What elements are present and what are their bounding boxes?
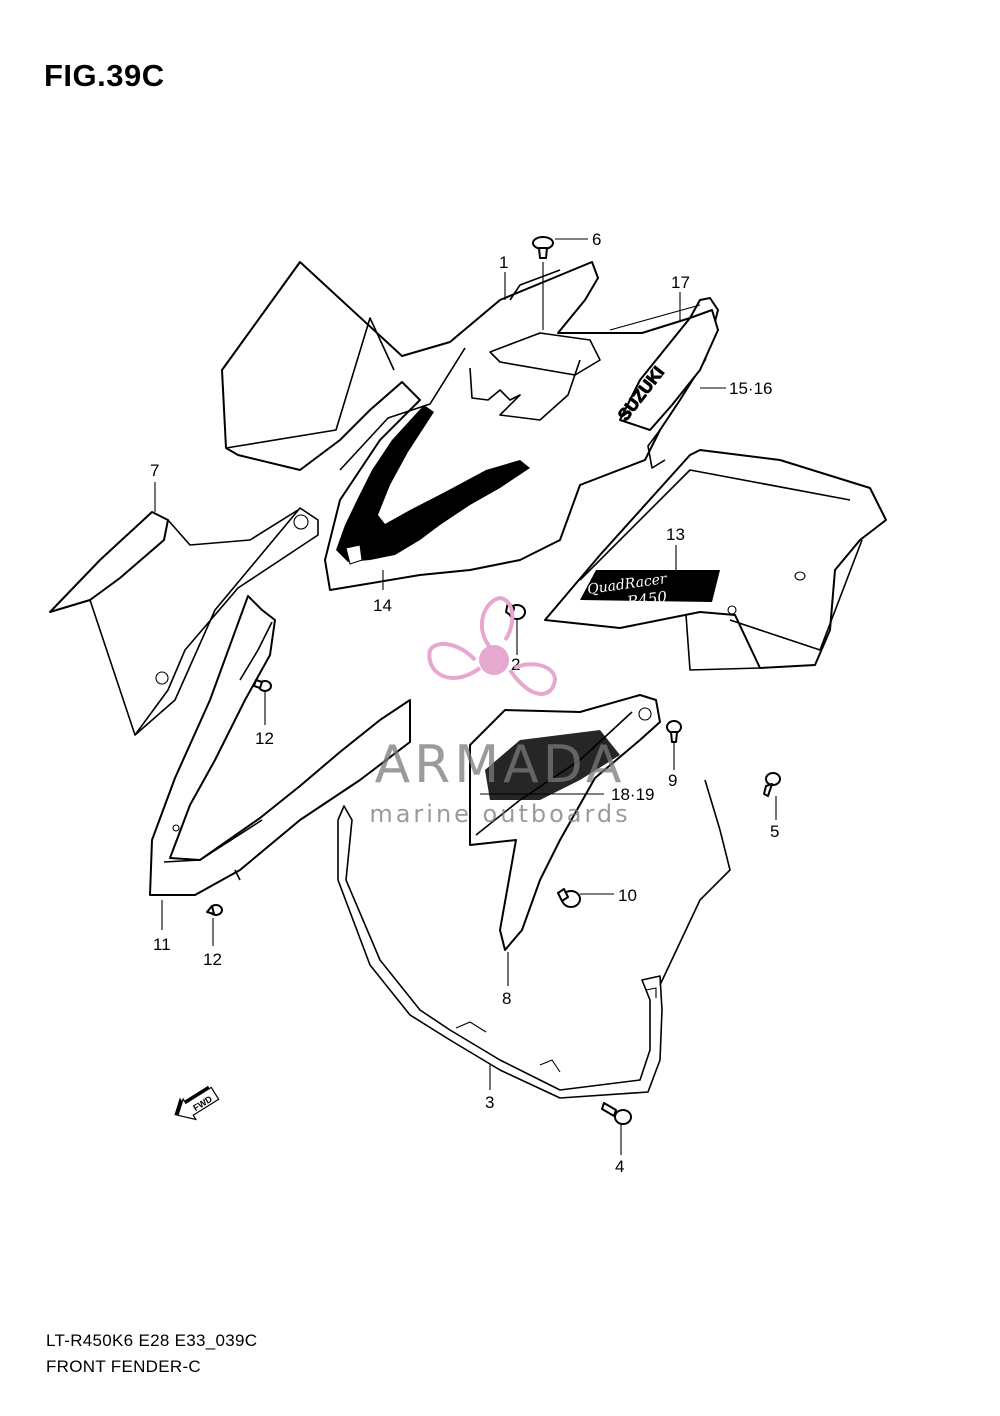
diagram-section-name: FRONT FENDER-C	[46, 1357, 201, 1376]
push-rivet-part-6[interactable]	[532, 236, 554, 330]
panel-part-8[interactable]	[469, 694, 661, 951]
callout-10: 10	[618, 886, 637, 905]
push-rivet-part-10[interactable]	[557, 888, 581, 908]
callout-14: 14	[373, 596, 392, 615]
callout-7: 7	[150, 461, 159, 480]
callout-3: 3	[485, 1093, 494, 1112]
callout-12-lower: 12	[203, 950, 222, 969]
side-panel-part-7[interactable]	[49, 507, 319, 736]
callout-11: 11	[153, 935, 171, 954]
support-bracket-part-3[interactable]	[337, 779, 731, 1099]
screw-part-12-lower[interactable]	[206, 904, 223, 916]
callout-12-upper: 12	[255, 729, 274, 748]
callout-9: 9	[668, 771, 677, 790]
bolt-part-4[interactable]	[601, 1102, 632, 1125]
callout-1: 1	[499, 253, 508, 272]
callout-4: 4	[615, 1157, 624, 1176]
armada-watermark: ARMADA marine outboards	[369, 595, 630, 828]
propeller-logo-icon	[427, 595, 558, 696]
leader-lines	[154, 238, 777, 1155]
callout-13: 13	[666, 525, 685, 544]
fwd-arrow-icon: FWD	[174, 1085, 220, 1121]
decal-part-14[interactable]	[336, 405, 530, 565]
callout-5: 5	[770, 822, 779, 841]
front-fender-part-13[interactable]: QuadRacer R450	[544, 449, 887, 671]
callout-15-16: 15·16	[729, 379, 772, 398]
callout-2: 2	[511, 655, 520, 674]
callout-17: 17	[671, 273, 690, 292]
callout-18-19: 18·19	[611, 785, 654, 804]
watermark-tagline: marine outboards	[369, 800, 630, 828]
screw-part-5[interactable]	[763, 772, 781, 797]
fender-extension-part-11[interactable]	[149, 595, 411, 896]
callout-6: 6	[592, 230, 601, 249]
diagram-code: LT-R450K6 E28 E33_039C	[46, 1331, 258, 1350]
quadracer-decal-line-2: R450	[625, 588, 668, 612]
callout-labels: 6 1 17 15·16 7 13 14 2 12 9 18·19 5 10 1…	[150, 230, 779, 1176]
figure-title: FIG.39C	[44, 58, 165, 93]
front-fender-part-1[interactable]	[221, 261, 719, 591]
screw-part-9[interactable]	[666, 720, 682, 743]
watermark-brand: ARMADA	[375, 735, 626, 795]
screw-part-12-upper[interactable]	[253, 679, 272, 692]
callout-8: 8	[502, 989, 511, 1008]
